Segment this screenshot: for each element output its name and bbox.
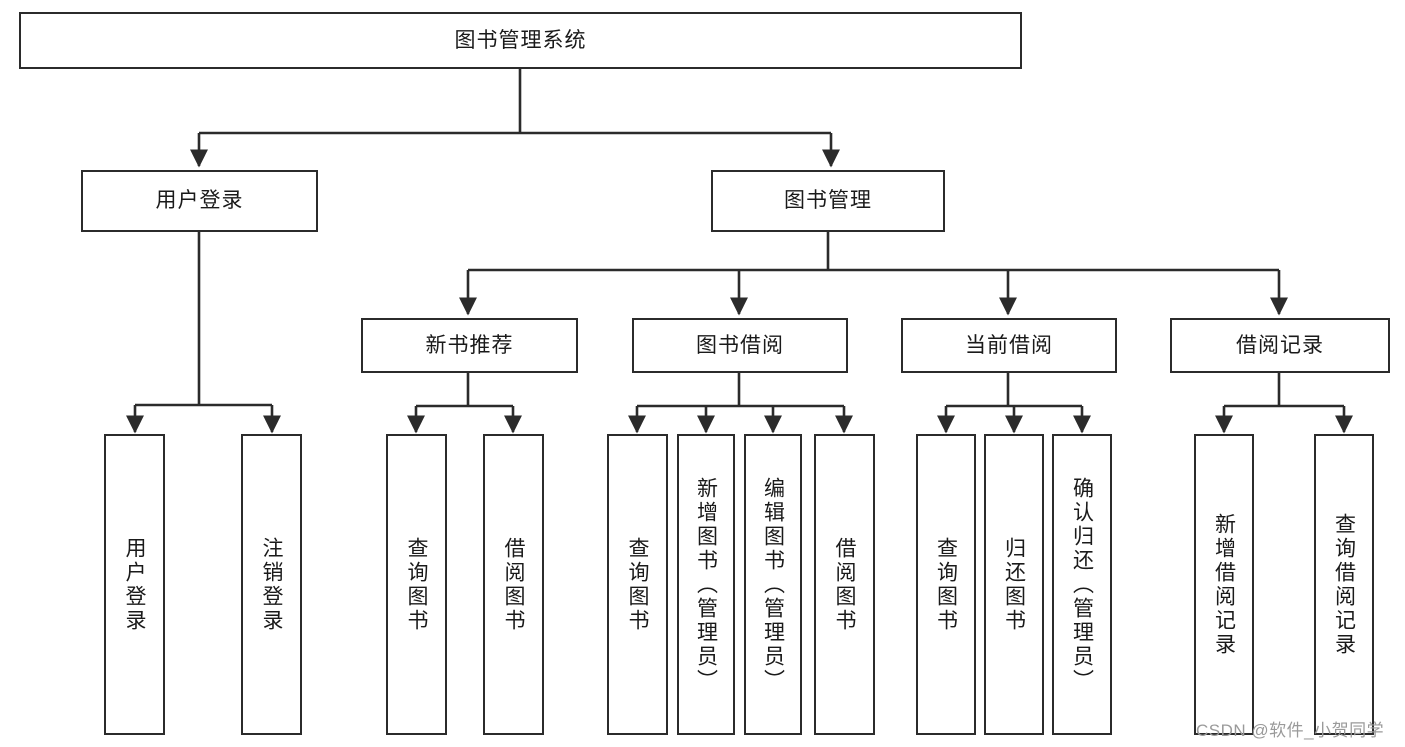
- node-user-login-label: 用户登录: [155, 189, 244, 213]
- leaf-query-book-3-label: 查询图书: [934, 536, 958, 633]
- leaf-add-book-label: 新增图书（管理员）: [694, 476, 718, 693]
- leaf-query-book-2-label: 查询图书: [626, 536, 649, 633]
- leaf-logout[interactable]: 注销登录: [241, 434, 302, 735]
- leaf-user-login[interactable]: 用户登录: [104, 434, 165, 735]
- leaf-edit-book[interactable]: 编辑图书（管理员）: [744, 434, 802, 735]
- leaf-return-book-label: 归还图书: [1002, 536, 1026, 633]
- leaf-borrow-book-2-label: 借阅图书: [833, 536, 856, 633]
- leaf-confirm-return-label: 确认归还（管理员）: [1070, 476, 1094, 693]
- leaf-add-record-label: 新增借阅记录: [1212, 512, 1236, 657]
- leaf-logout-label: 注销登录: [260, 536, 283, 633]
- node-borrow-record[interactable]: 借阅记录: [1170, 318, 1390, 373]
- leaf-borrow-book-1-label: 借阅图书: [502, 536, 525, 633]
- leaf-query-record[interactable]: 查询借阅记录: [1314, 434, 1374, 735]
- leaf-query-record-label: 查询借阅记录: [1332, 512, 1356, 657]
- leaf-user-login-label: 用户登录: [123, 536, 146, 633]
- leaf-borrow-book-1[interactable]: 借阅图书: [483, 434, 544, 735]
- leaf-query-book-1-label: 查询图书: [405, 536, 428, 633]
- leaf-query-book-2[interactable]: 查询图书: [607, 434, 668, 735]
- watermark: CSDN @软件_小贺同学: [1196, 721, 1385, 740]
- node-new-book-rec[interactable]: 新书推荐: [361, 318, 578, 373]
- leaf-borrow-book-2[interactable]: 借阅图书: [814, 434, 875, 735]
- leaf-edit-book-label: 编辑图书（管理员）: [761, 476, 785, 693]
- leaf-add-book[interactable]: 新增图书（管理员）: [677, 434, 735, 735]
- node-book-manage-label: 图书管理: [784, 189, 872, 213]
- leaf-add-record[interactable]: 新增借阅记录: [1194, 434, 1254, 735]
- node-user-login[interactable]: 用户登录: [81, 170, 318, 232]
- leaf-query-book-1[interactable]: 查询图书: [386, 434, 447, 735]
- leaf-confirm-return[interactable]: 确认归还（管理员）: [1052, 434, 1112, 735]
- node-current-borrow-label: 当前借阅: [965, 333, 1053, 357]
- node-borrow-record-label: 借阅记录: [1236, 333, 1324, 357]
- node-current-borrow[interactable]: 当前借阅: [901, 318, 1117, 373]
- node-new-book-rec-label: 新书推荐: [425, 333, 514, 357]
- node-root[interactable]: 图书管理系统: [19, 12, 1022, 69]
- node-book-borrow[interactable]: 图书借阅: [632, 318, 848, 373]
- leaf-query-book-3[interactable]: 查询图书: [916, 434, 976, 735]
- node-root-label: 图书管理系统: [454, 28, 587, 52]
- node-book-borrow-label: 图书借阅: [696, 333, 784, 357]
- leaf-return-book[interactable]: 归还图书: [984, 434, 1044, 735]
- node-book-manage[interactable]: 图书管理: [711, 170, 945, 232]
